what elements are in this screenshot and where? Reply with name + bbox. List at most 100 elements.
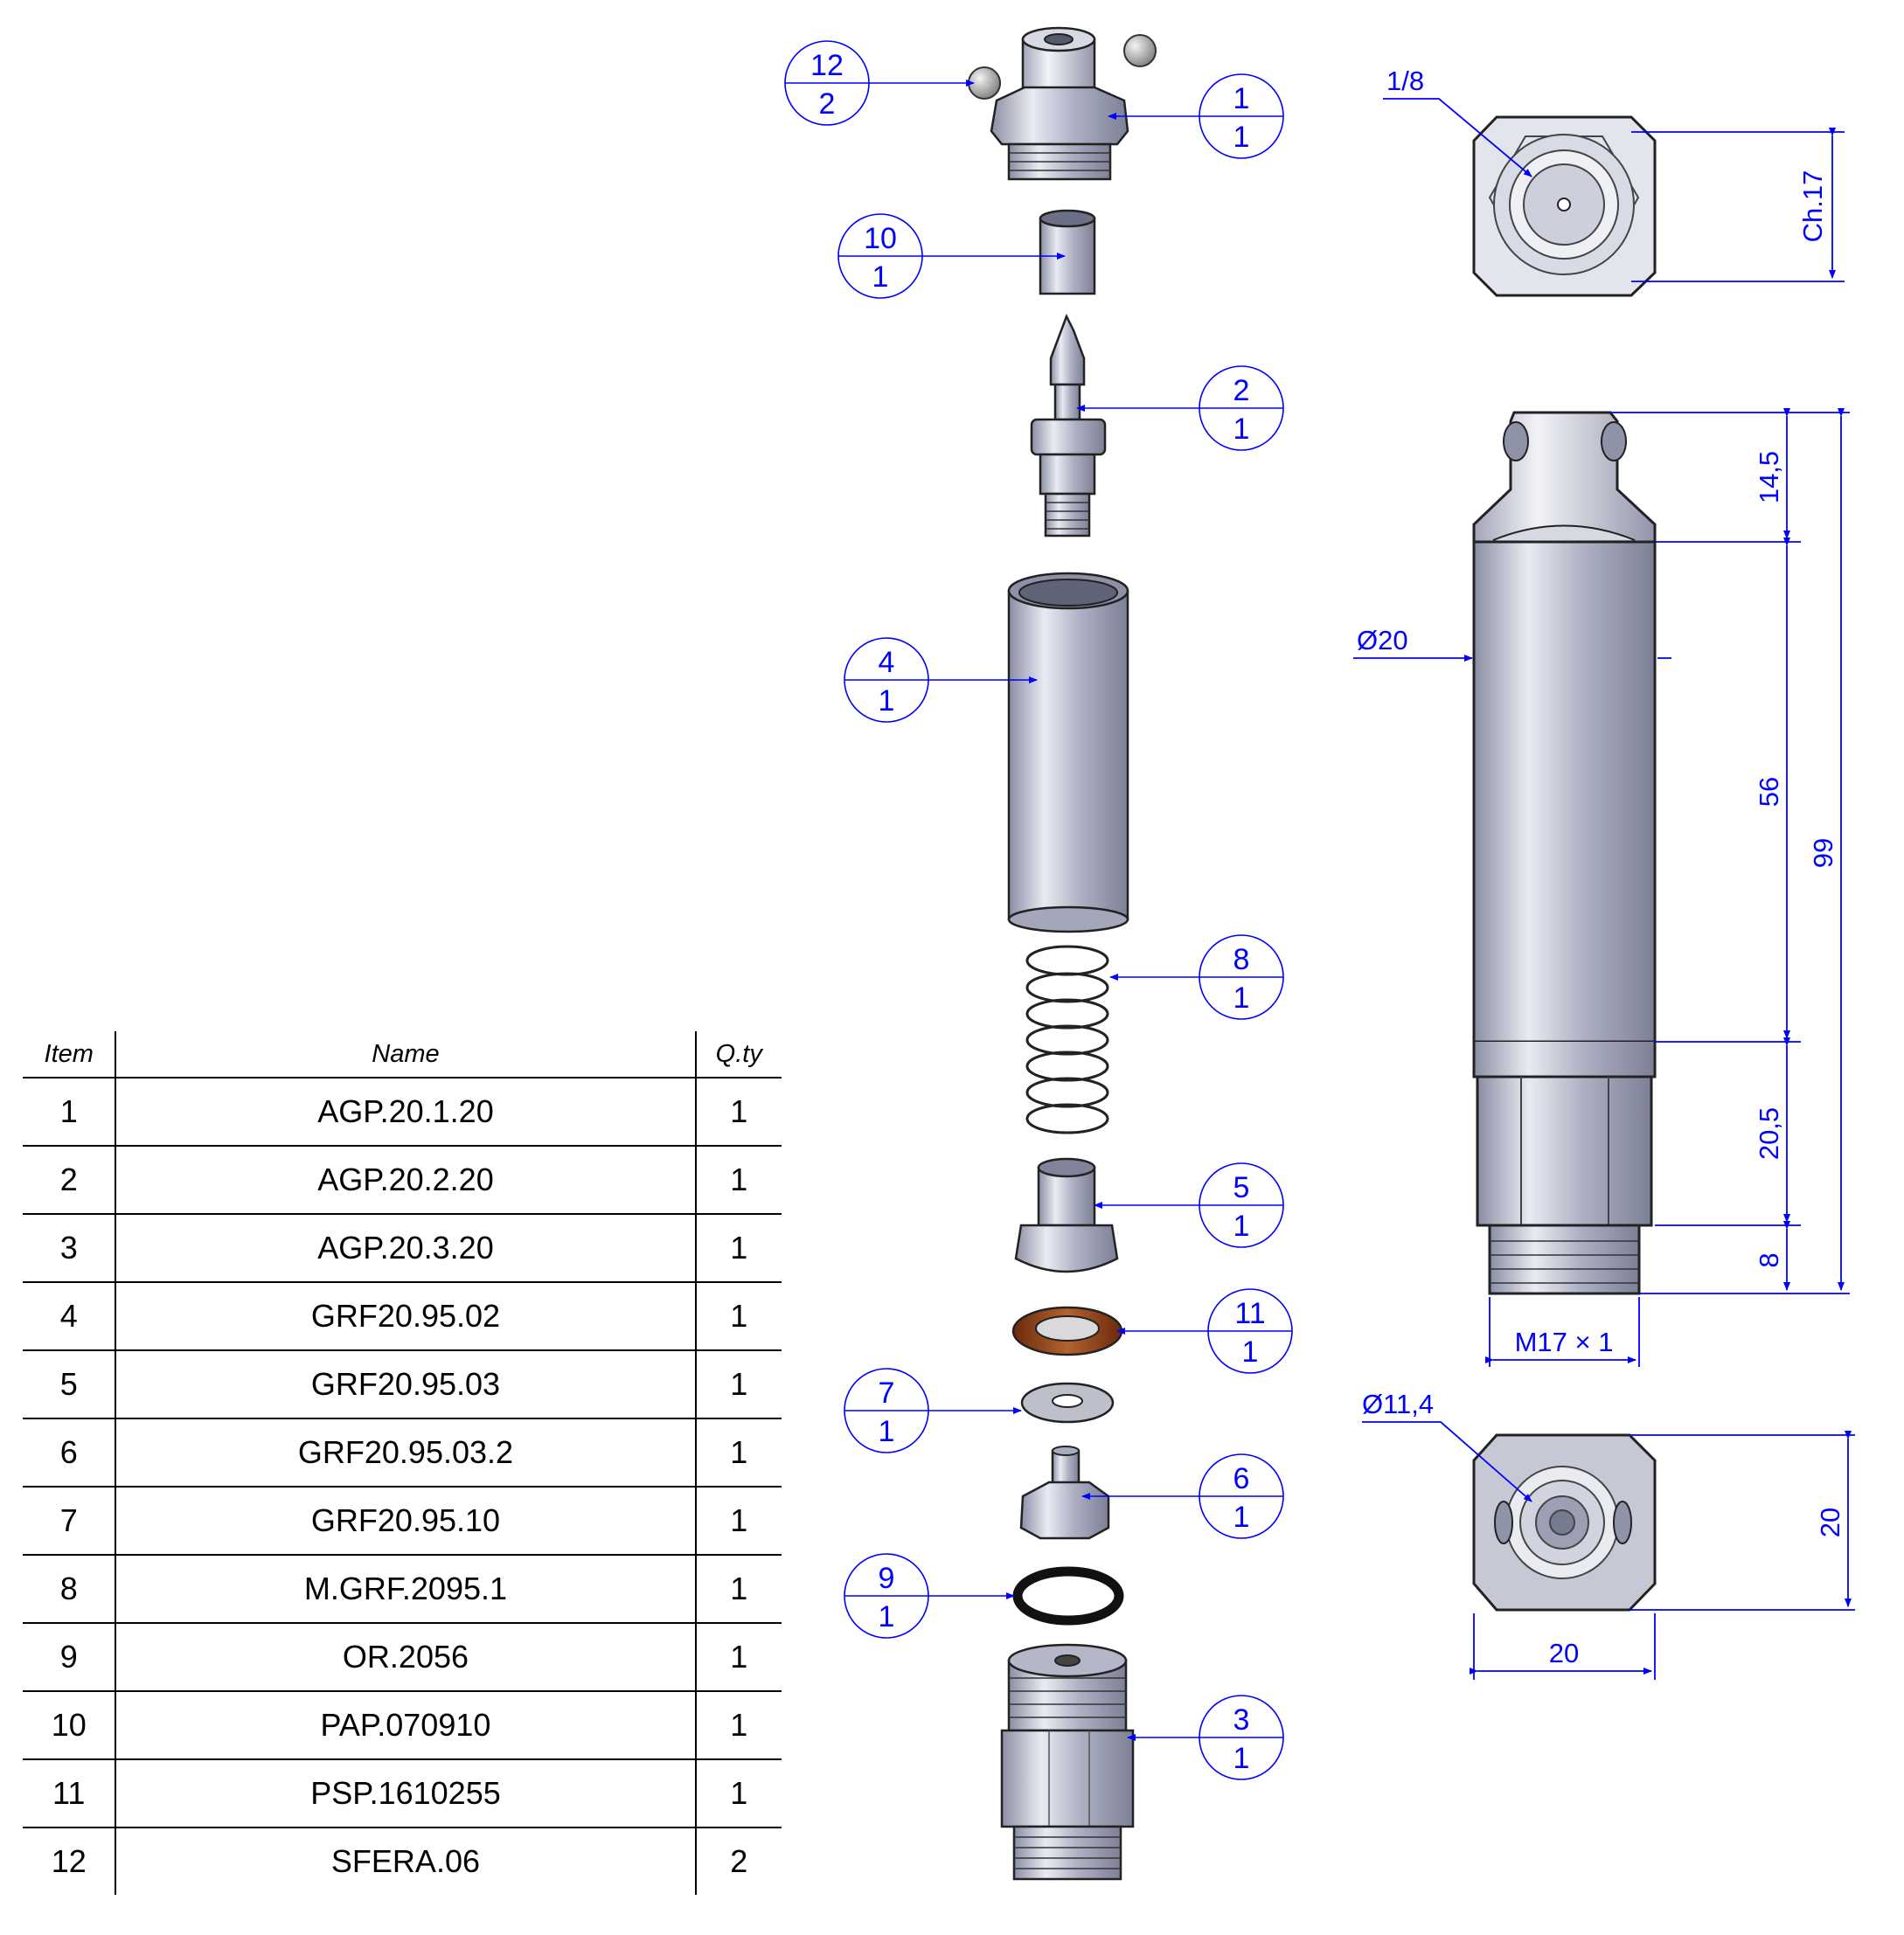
balloon-8: 8 1 — [1109, 934, 1284, 1020]
balloon-5: 5 1 — [1094, 1162, 1284, 1248]
cell-name: AGP.20.2.20 — [115, 1145, 696, 1214]
header-name: Name — [115, 1031, 696, 1078]
dim-thread-m17: M17 × 1 — [1515, 1327, 1614, 1357]
balloon-item: 2 — [1233, 374, 1250, 407]
dim-hex: Ch.17 — [1797, 170, 1828, 243]
balloon-12: 12 2 — [784, 40, 975, 126]
balloon-9: 9 1 — [844, 1553, 1015, 1639]
balloon-item: 1 — [1233, 82, 1250, 115]
cell-item: 2 — [23, 1145, 116, 1214]
cell-item: 10 — [23, 1690, 116, 1759]
cell-name: GRF20.95.10 — [115, 1486, 696, 1555]
cell-name: AGP.20.1.20 — [115, 1077, 696, 1146]
header-item: Item — [23, 1031, 116, 1078]
part-1-top-body — [968, 26, 1157, 181]
cell-name: PAP.070910 — [115, 1690, 696, 1759]
cell-qty: 1 — [694, 1418, 782, 1487]
cell-name: AGP.20.3.20 — [115, 1213, 696, 1282]
part-6-nut — [1019, 1446, 1110, 1540]
cell-item: 1 — [23, 1077, 116, 1146]
cell-item: 4 — [23, 1281, 116, 1350]
balloon-2: 2 1 — [1076, 365, 1284, 451]
cell-name: M.GRF.2095.1 — [115, 1554, 696, 1623]
dim-diameter-20: Ø20 — [1357, 625, 1408, 655]
cell-name: PSP.1610255 — [115, 1758, 696, 1828]
balloon-item: 4 — [879, 646, 895, 679]
balloon-item: 8 — [1233, 943, 1250, 976]
dim-20-5: 20,5 — [1754, 1107, 1784, 1160]
balloon-qty: 1 — [1233, 1501, 1250, 1534]
cell-name: GRF20.95.02 — [115, 1281, 696, 1350]
balloon-qty: 1 — [1233, 981, 1250, 1015]
cell-item: 7 — [23, 1486, 116, 1555]
part-9-o-ring — [1012, 1566, 1124, 1626]
dim-width-20: 20 — [1549, 1638, 1579, 1668]
part-8-spring — [1025, 945, 1109, 1134]
cell-name: GRF20.95.03.2 — [115, 1418, 696, 1487]
balloon-item: 9 — [879, 1562, 895, 1595]
balloon-item: 5 — [1233, 1171, 1250, 1204]
cell-qty: 1 — [694, 1281, 782, 1350]
side-view — [1472, 411, 1657, 1295]
part-3-bottom-fitting — [1000, 1643, 1135, 1881]
dim-bore: Ø11,4 — [1362, 1389, 1434, 1419]
balloon-3: 3 1 — [1127, 1695, 1284, 1780]
balloon-4: 4 1 — [844, 637, 1038, 723]
cell-qty: 1 — [694, 1690, 782, 1759]
cell-item: 12 — [23, 1827, 116, 1895]
balloon-qty: 1 — [872, 260, 889, 294]
balloon-qty: 1 — [1242, 1335, 1259, 1369]
cell-qty: 1 — [694, 1077, 782, 1146]
bottom-view — [1472, 1433, 1657, 1612]
cell-name: GRF20.95.03 — [115, 1349, 696, 1418]
balloon-item: 11 — [1234, 1297, 1265, 1330]
cell-item: 5 — [23, 1349, 116, 1418]
balloon-qty: 1 — [879, 684, 895, 718]
dimension-annotations — [1353, 98, 1855, 1680]
balloon-qty: 2 — [819, 87, 836, 121]
header-qty: Q.ty — [694, 1031, 782, 1078]
dim-14-5: 14,5 — [1754, 451, 1784, 503]
dim-8: 8 — [1754, 1252, 1784, 1267]
dim-56: 56 — [1754, 777, 1784, 807]
bom-header: Item Name Q.ty — [23, 1031, 782, 1078]
cell-qty: 1 — [694, 1349, 782, 1418]
balloon-item: 6 — [1233, 1462, 1250, 1495]
cell-qty: 1 — [694, 1486, 782, 1555]
balloon-qty: 1 — [1233, 1742, 1250, 1775]
cell-qty: 1 — [694, 1622, 782, 1691]
part-5-valve-seat — [1014, 1157, 1119, 1273]
cell-item: 9 — [23, 1622, 116, 1691]
part-10-sleeve — [1039, 209, 1096, 295]
dim-99: 99 — [1808, 838, 1838, 868]
cell-item: 11 — [23, 1758, 116, 1828]
top-view — [1472, 115, 1657, 297]
balloon-11: 11 1 — [1116, 1288, 1293, 1374]
balloon-qty: 1 — [879, 1600, 895, 1633]
cell-qty: 1 — [694, 1554, 782, 1623]
balloon-1: 1 1 — [1108, 73, 1284, 159]
cell-qty: 1 — [694, 1145, 782, 1214]
cell-name: SFERA.06 — [115, 1827, 696, 1895]
cell-qty: 1 — [694, 1213, 782, 1282]
balloon-qty: 1 — [1233, 121, 1250, 154]
balloon-7: 7 1 — [844, 1368, 1022, 1453]
balloon-item: 3 — [1233, 1703, 1250, 1737]
ball-right — [1123, 34, 1157, 67]
dim-height-20: 20 — [1815, 1508, 1845, 1537]
dim-thread-top: 1/8 — [1386, 66, 1424, 96]
